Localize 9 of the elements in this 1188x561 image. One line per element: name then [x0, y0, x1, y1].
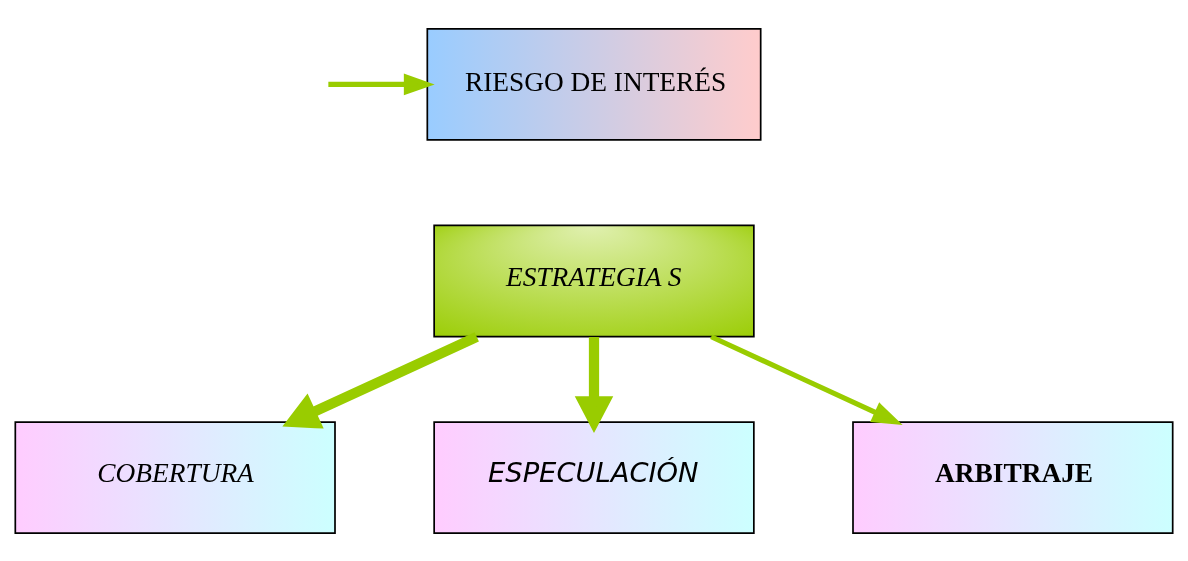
node-box: ESTRATEGIA S: [433, 224, 755, 337]
node-box: ARBITRAJE: [852, 420, 1174, 534]
arrow: [710, 333, 903, 425]
arrow: [574, 336, 614, 433]
arrow: [282, 331, 479, 429]
node-box: ESPECULACIÓN: [433, 420, 755, 534]
node-box: COBERTURA: [14, 420, 336, 534]
node-box: RIESGO DE INTERÉS: [426, 27, 762, 141]
arrow: [328, 73, 435, 95]
